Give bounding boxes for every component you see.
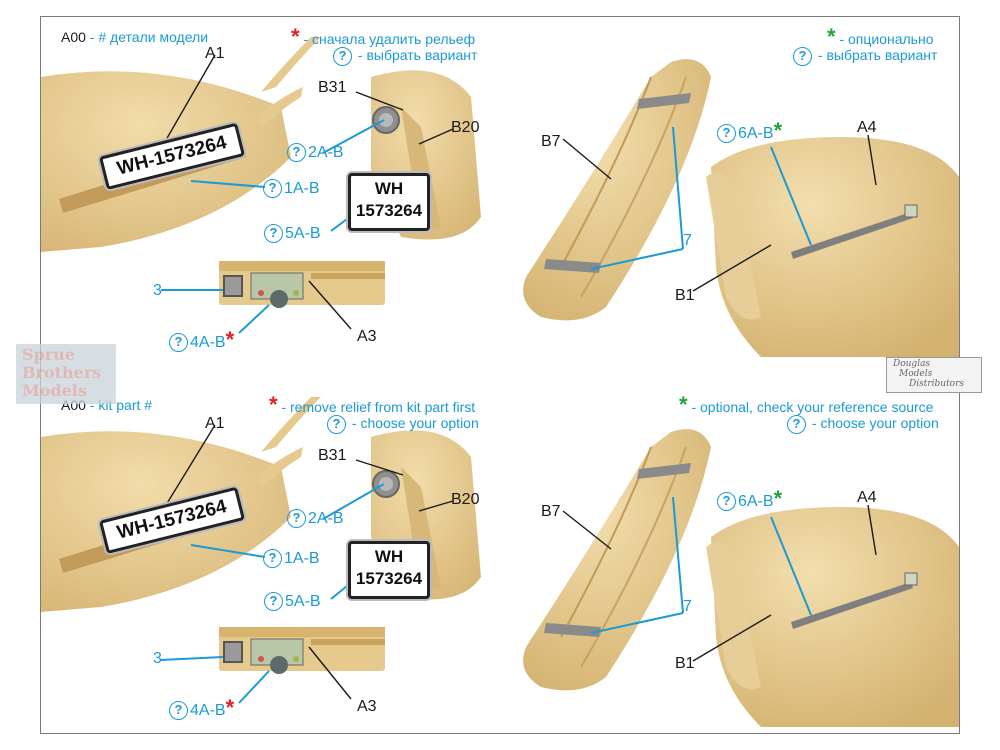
callout-1ab: ?1A-B xyxy=(263,179,320,199)
label-a4: A4 xyxy=(857,489,877,506)
optional-text: - опционально xyxy=(839,31,934,47)
label-a3: A3 xyxy=(357,698,377,715)
callout-4ab: ?4A-B* xyxy=(169,697,234,721)
callout-2ab: ?2A-B xyxy=(287,143,344,163)
relief-text: - сначала удалить рельеф xyxy=(303,31,476,47)
question-circle-icon: ? xyxy=(169,701,188,721)
green-star-icon: * xyxy=(773,486,783,511)
label-b20: B20 xyxy=(451,491,480,508)
choose-text: - choose your option xyxy=(811,415,939,432)
callout-6ab: ?6A-B* xyxy=(717,120,782,144)
relief-legend: * - remove relief from kit part first xyxy=(269,394,476,416)
question-circle-icon: ? xyxy=(793,47,812,66)
label-b31: B31 xyxy=(318,79,347,96)
label-b7: B7 xyxy=(541,503,561,520)
callout-5ab: ?5A-B xyxy=(264,224,321,244)
sprue-brothers-watermark: Sprue Brothers Models xyxy=(16,344,116,404)
square-plate-line2: 1573264 xyxy=(355,201,423,220)
choose-text: - выбрать вариант xyxy=(817,47,938,64)
choose-legend: ? - choose your option xyxy=(327,415,479,434)
callout-3: 3 xyxy=(153,282,162,299)
green-star-icon: * xyxy=(827,24,836,49)
relief-text: - remove relief from kit part first xyxy=(281,399,476,415)
red-star-icon: * xyxy=(269,392,278,417)
question-circle-icon: ? xyxy=(717,492,736,512)
question-circle-icon: ? xyxy=(263,549,282,569)
optional-legend: * - optional, check your reference sourc… xyxy=(679,394,934,416)
question-circle-icon: ? xyxy=(287,509,306,529)
red-star-icon: * xyxy=(225,327,235,352)
square-plate-line1: WH xyxy=(374,179,404,198)
kit-part-legend: A00 - # детали модели xyxy=(61,29,208,45)
question-circle-icon: ? xyxy=(263,179,282,199)
optional-legend: * - опционально xyxy=(827,26,934,48)
panel-en-left: A00 - kit part # * - remove relief from … xyxy=(41,387,499,733)
square-plate-line1: WH xyxy=(374,547,404,566)
square-plate: WH 1573264 xyxy=(348,541,430,599)
question-circle-icon: ? xyxy=(787,415,806,434)
watermark-line2: Brothers xyxy=(22,363,102,382)
label-b31: B31 xyxy=(318,447,347,464)
red-star-icon: * xyxy=(291,24,300,49)
callout-6ab: ?6A-B* xyxy=(717,488,782,512)
callout-7: 7 xyxy=(683,598,692,615)
label-b1: B1 xyxy=(675,655,695,672)
label-a1: A1 xyxy=(205,45,225,62)
callout-1ab: ?1A-B xyxy=(263,549,320,569)
question-circle-icon: ? xyxy=(287,143,306,163)
panel-ru-right: * - опционально ? - выбрать вариант B7 A… xyxy=(501,17,959,363)
question-circle-icon: ? xyxy=(264,224,283,244)
question-circle-icon: ? xyxy=(717,124,736,144)
label-a1: A1 xyxy=(205,415,225,432)
label-b7: B7 xyxy=(541,133,561,150)
choose-text: - выбрать вариант xyxy=(357,47,478,64)
panel-en-right: * - optional, check your reference sourc… xyxy=(501,387,959,733)
label-b1: B1 xyxy=(675,287,695,304)
question-circle-icon: ? xyxy=(264,592,283,612)
question-circle-icon: ? xyxy=(333,47,352,66)
stowage-parts-illustration xyxy=(523,429,959,727)
watermark-line3: Distributors xyxy=(909,379,965,389)
red-star-icon: * xyxy=(225,695,235,720)
callout-3: 3 xyxy=(153,650,162,667)
question-circle-icon: ? xyxy=(169,333,188,353)
stowage-parts-illustration xyxy=(523,59,959,357)
choose-legend: ? - выбрать вариант xyxy=(333,47,477,66)
square-plate-line2: 1573264 xyxy=(355,569,423,588)
kit-part-text: - # детали модели xyxy=(89,29,209,45)
square-plate: WH 1573264 xyxy=(348,173,430,231)
watermark-line2: Models xyxy=(899,369,933,379)
choose-legend: ? - выбрать вариант xyxy=(793,47,937,66)
green-star-icon: * xyxy=(773,118,783,143)
callout-7: 7 xyxy=(683,232,692,249)
label-a4: A4 xyxy=(857,119,877,136)
green-star-icon: * xyxy=(679,392,688,417)
choose-text: - choose your option xyxy=(351,415,479,432)
douglas-models-watermark: Douglas Models Distributors xyxy=(886,357,982,393)
kit-part-key: A00 xyxy=(61,29,86,45)
panel-ru-left: A00 - # детали модели * - сначала удалит… xyxy=(41,17,499,363)
watermark-line3: Models xyxy=(22,381,87,400)
label-a3: A3 xyxy=(357,328,377,345)
optional-text: - optional, check your reference source xyxy=(691,399,934,415)
callout-4ab: ?4A-B* xyxy=(169,329,234,353)
callout-5ab: ?5A-B xyxy=(264,592,321,612)
relief-legend: * - сначала удалить рельеф xyxy=(291,26,476,48)
callout-2ab: ?2A-B xyxy=(287,509,344,529)
choose-legend: ? - choose your option xyxy=(787,415,939,434)
watermark-line1: Douglas xyxy=(893,359,931,369)
question-circle-icon: ? xyxy=(327,415,346,434)
watermark-line1: Sprue xyxy=(22,345,75,364)
label-b20: B20 xyxy=(451,119,480,136)
